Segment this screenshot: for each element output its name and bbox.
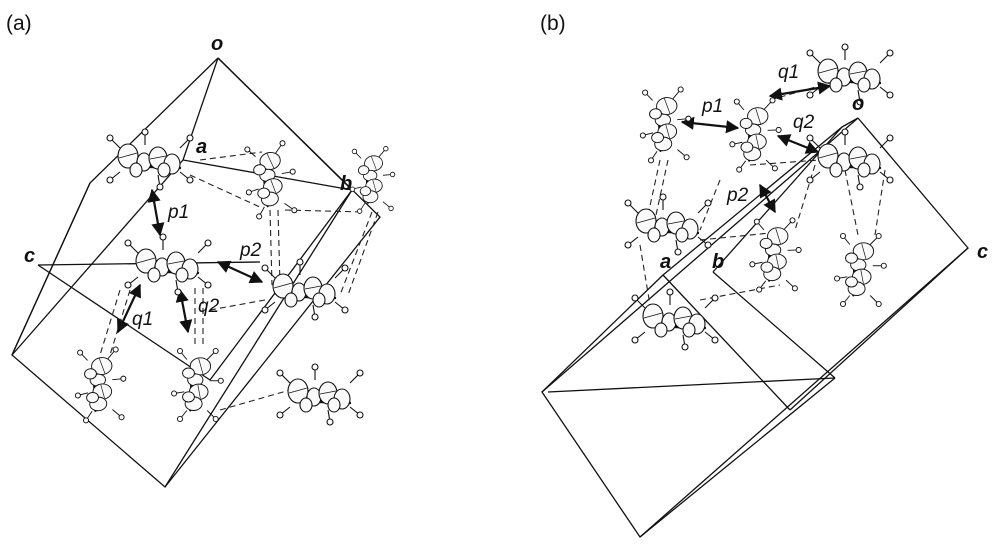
contact-p1-b: p1 [701, 96, 723, 117]
contact-p1-a: p1 [167, 202, 189, 223]
molecule-ortep-icon [805, 42, 895, 107]
molecule-ortep-icon [70, 345, 131, 425]
molecules-b [623, 42, 895, 352]
arrow-q1-a [117, 283, 141, 334]
axis-a-b: a [660, 251, 671, 273]
molecule-ortep-icon [635, 85, 696, 165]
contact-p2-a: p2 [239, 240, 262, 261]
molecule-ortep-icon [105, 127, 195, 192]
axis-o-b: o [852, 93, 864, 115]
arrow-q2-a [175, 288, 193, 334]
contact-p2-b: p2 [726, 185, 749, 206]
arrow-p2-a [216, 260, 264, 284]
contact-arrows-a [117, 188, 264, 334]
molecule-ortep-icon [345, 144, 399, 215]
contacts-dashed-a [99, 151, 379, 411]
arrow-p1-b [680, 116, 740, 134]
axis-c-a: c [24, 245, 35, 267]
panel-a: (a) [6, 12, 399, 488]
contact-q2-a: q2 [198, 296, 220, 317]
arrow-p2-b [759, 183, 776, 214]
panel-a-label: (a) [6, 12, 32, 35]
molecule-ortep-icon [747, 216, 804, 294]
arrow-q1-b [768, 81, 832, 101]
panel-b-label: (b) [540, 12, 566, 35]
panel-b: (b) [540, 12, 988, 538]
contact-q2-b: q2 [793, 112, 815, 133]
arrow-p1-a [147, 188, 165, 237]
arrow-q2-b [776, 134, 820, 154]
molecule-ortep-icon [833, 232, 888, 308]
molecule-ortep-icon [805, 127, 895, 192]
axis-b-b: b [712, 251, 724, 273]
contact-q1-a: q1 [132, 309, 153, 330]
contact-q1-b: q1 [778, 62, 799, 83]
molecule-ortep-icon [275, 362, 365, 427]
molecule-ortep-icon [727, 96, 784, 174]
axis-c-b: c [977, 241, 988, 263]
axis-o-a: o [211, 33, 223, 55]
unit-cell-b [541, 117, 969, 538]
axis-b-a: b [340, 173, 352, 195]
axis-a-a: a [196, 136, 207, 158]
contacts-dashed-b [639, 79, 886, 306]
molecule-ortep-icon [123, 232, 213, 297]
